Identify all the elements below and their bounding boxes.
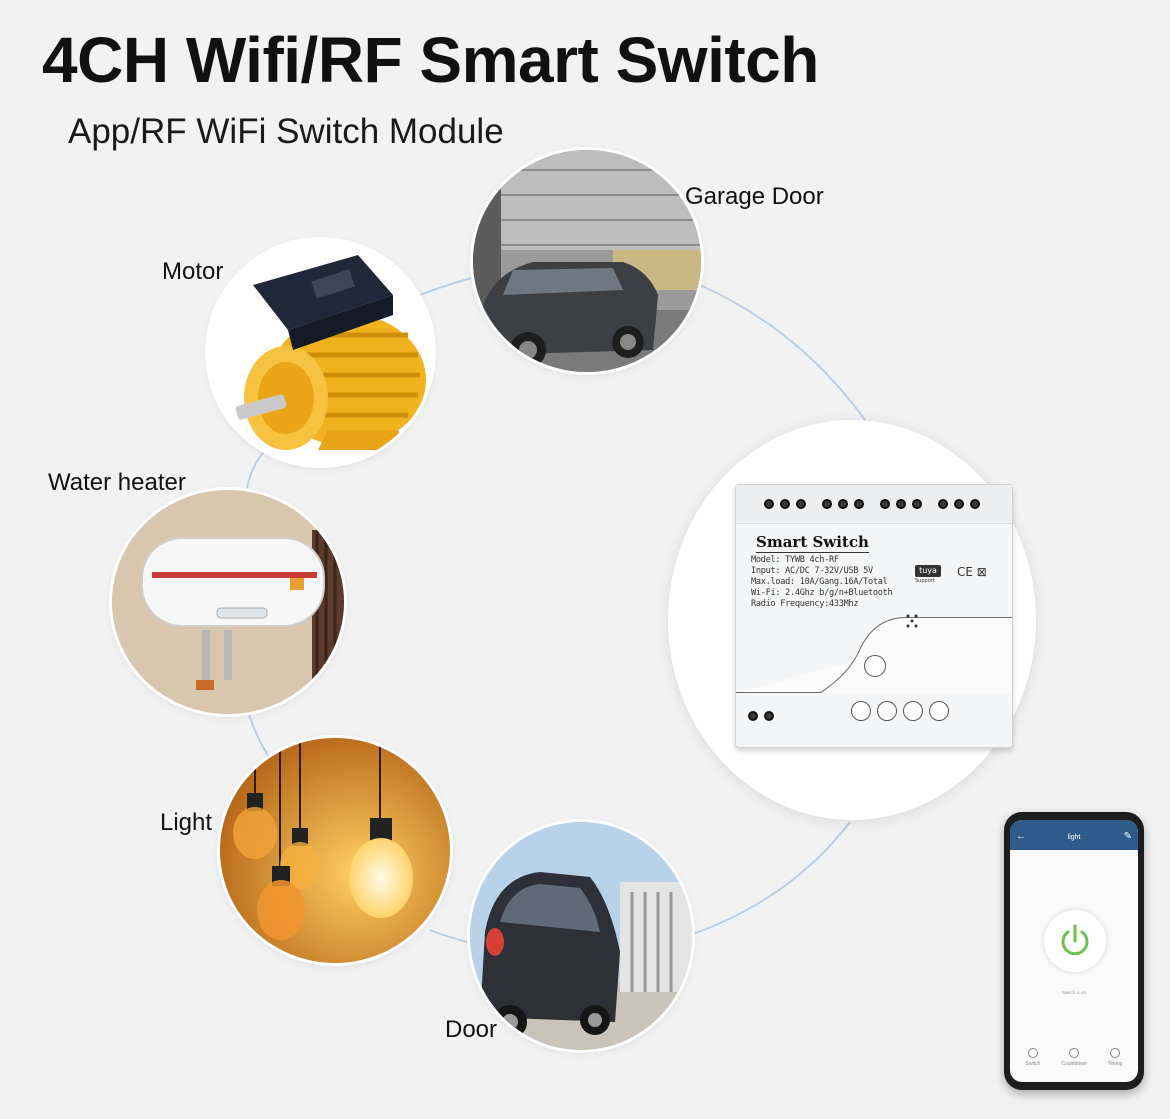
spec-line: Wi-Fi: 2.4Ghz b/g/n+Bluetooth: [751, 588, 893, 598]
light-image: [220, 738, 450, 963]
door-gate-icon: [470, 822, 692, 1050]
countdown-icon: [1069, 1048, 1079, 1058]
panel-curve: [736, 614, 1012, 693]
channel-2-button[interactable]: [877, 701, 897, 721]
back-arrow-icon[interactable]: ←: [1016, 831, 1026, 842]
tab-countdown[interactable]: Countdown: [1059, 1048, 1089, 1067]
smartphone: ← light ✎ Switch is on Switch Countdown …: [1004, 812, 1144, 1090]
water-heater-icon: [112, 490, 344, 714]
spec-line: Max.load: 10A/Gang.16A/Total: [751, 577, 888, 587]
spec-line: Radio Frequency:433Mhz: [751, 599, 859, 609]
ce-mark: CE ⊠: [957, 565, 987, 579]
app-screen: ← light ✎ Switch is on Switch Countdown …: [1010, 820, 1138, 1082]
garage-door-icon: [473, 150, 701, 372]
label-door: Door: [445, 1016, 498, 1043]
terminal-screw: [896, 499, 906, 509]
terminal-screw: [764, 499, 774, 509]
spec-line: Model: TYWB 4ch-RF: [751, 555, 839, 565]
power-terminal: [748, 711, 758, 721]
label-garage-door: Garage Door: [685, 183, 824, 210]
channel-3-button[interactable]: [903, 701, 923, 721]
terminal-screw: [780, 499, 790, 509]
channel-4-button[interactable]: [929, 701, 949, 721]
power-icon: [1061, 924, 1089, 956]
label-motor: Motor: [162, 258, 224, 285]
terminal-screw: [854, 499, 864, 509]
spec-line: Input: AC/DC 7-32V/USB 5V: [751, 566, 873, 576]
terminal-screw: [938, 499, 948, 509]
tuya-logo: tuya: [915, 565, 941, 577]
tab-timing[interactable]: Timing: [1100, 1048, 1130, 1067]
garage-door-image: [473, 150, 701, 372]
label-light: Light: [160, 809, 213, 836]
tab-switch[interactable]: Switch: [1018, 1048, 1048, 1067]
terminal-screw: [822, 499, 832, 509]
power-terminal: [764, 711, 774, 721]
pair-button[interactable]: [864, 655, 886, 677]
label-water-heater: Water heater: [48, 469, 186, 496]
light-bulb-icon: [220, 738, 450, 963]
switch-status: Switch is on: [1061, 990, 1086, 995]
switch-icon: [1028, 1048, 1038, 1058]
app-title: light: [1067, 834, 1081, 841]
door-image: [470, 822, 692, 1050]
terminal-screw: [880, 499, 890, 509]
channel-1-button[interactable]: [851, 701, 871, 721]
tuya-support-text: Support: [915, 578, 935, 584]
app-header: ← light ✎: [1010, 820, 1138, 850]
smart-switch-module: Smart Switch Model: TYWB 4ch-RF Input: A…: [735, 484, 1013, 748]
timer-icon: [1110, 1048, 1120, 1058]
terminal-screw: [912, 499, 922, 509]
module-name: Smart Switch: [756, 533, 869, 553]
page-subtitle: App/RF WiFi Switch Module: [68, 112, 504, 151]
motor-icon: [208, 240, 433, 465]
terminal-strip: [736, 485, 1012, 524]
edit-icon[interactable]: ✎: [1123, 831, 1132, 842]
motor-image: [208, 240, 433, 465]
terminal-screw: [954, 499, 964, 509]
power-button[interactable]: [1044, 910, 1106, 972]
water-heater-image: [112, 490, 344, 714]
terminal-screw: [838, 499, 848, 509]
page-title: 4CH Wifi/RF Smart Switch: [42, 24, 819, 96]
terminal-screw: [970, 499, 980, 509]
terminal-screw: [796, 499, 806, 509]
